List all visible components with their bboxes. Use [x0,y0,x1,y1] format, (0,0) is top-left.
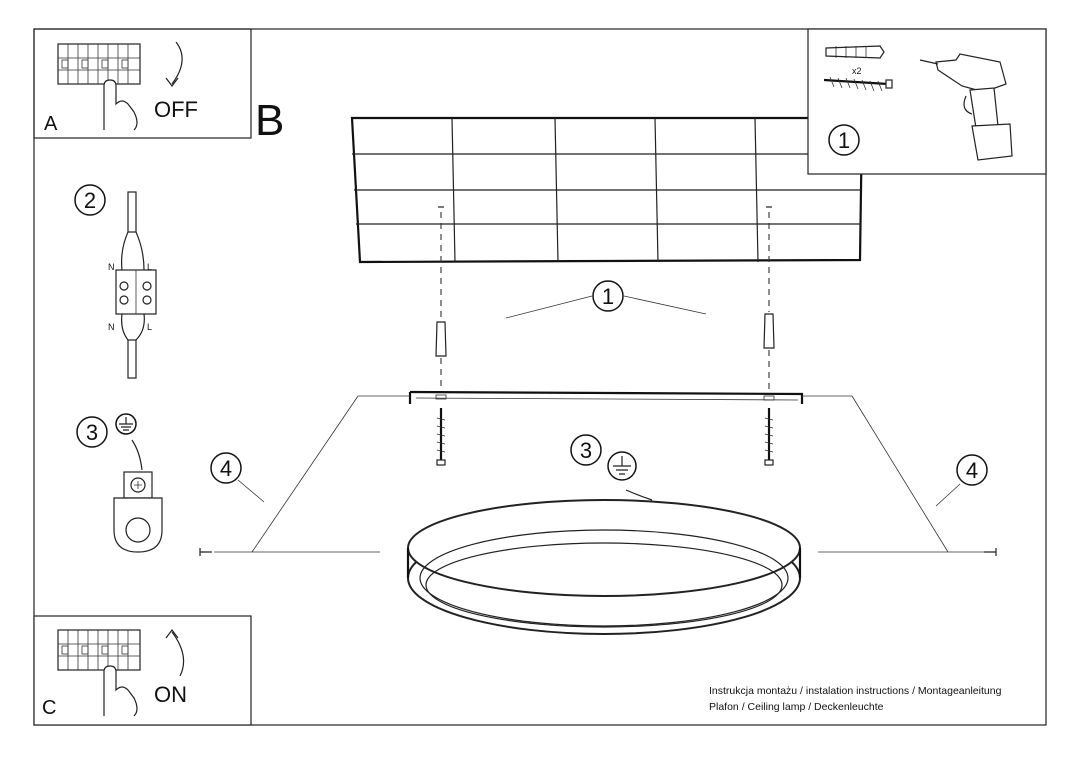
screw-icon [823,76,893,92]
panel-a-action: OFF [154,97,198,122]
ground-glyph [119,417,133,431]
step-number-ground-left: 3 [86,420,98,445]
step-number-tools: 1 [838,128,850,153]
panel-c: ON C [33,615,252,726]
caption-line-1: Instrukcja montażu / instalation instruc… [709,685,1002,697]
caption-line-2: Plafon / Ceiling lamp / Deckenleuchte [709,701,884,713]
switch-off-arrow-icon [171,41,183,85]
terminal-label-l-top: L [147,262,152,272]
step-number-wiring: 2 [84,188,96,213]
terminal-label-n-bottom: N [108,322,115,332]
terminal-block-diagram [115,191,157,379]
switch-on-arrow-icon [171,631,185,677]
step-badge-tools [828,124,860,156]
leader-line-left [505,295,593,319]
panel-a-letter: A [44,113,58,135]
panel-a-frame [33,28,252,139]
step-badge-ground-left [76,416,108,448]
step-number-mount: 1 [602,284,614,309]
hand-icon [103,79,138,131]
side-screw-left-icon [199,548,212,556]
tools-panel: x2 1 [807,28,1047,175]
ground-glyph [613,456,631,475]
anchor-quantity: x2 [852,66,862,76]
panel-c-letter: C [42,697,56,719]
ground-wire-left [131,439,143,471]
breaker-board-icon [57,43,141,85]
step-number-screw-right: 4 [966,458,978,483]
leader-line-screw-right [935,483,961,507]
step-badge-mount [592,280,624,312]
arrow-head-icon [165,77,179,87]
leader-line-screw-left [237,479,265,503]
step-badge-screw-left [210,452,242,484]
step-badge-screw-right [956,454,988,486]
panel-b-letter: B [255,96,284,145]
ceiling-lamp [406,499,802,635]
step-number-ground-center: 3 [580,438,592,463]
breaker-board-icon [57,629,141,671]
outer-frame [33,28,1047,726]
wall-anchor-icon [825,45,885,59]
bracket-screw-left-icon [436,408,446,466]
ground-wire-center [625,489,653,501]
step-number-screw-left: 4 [220,456,232,481]
bracket-screw-right-icon [764,408,774,466]
terminal-label-n-top: N [108,262,115,272]
mounting-bracket [408,390,804,404]
drill-icon [919,53,1013,161]
projection-line [851,395,949,553]
step-badge-ground-center [570,434,602,466]
ground-clamp-icon [113,471,163,553]
leader-line-right [623,295,707,315]
ceiling-grid [350,116,864,264]
panel-a: OFF A [33,28,252,139]
terminal-label-l-bottom: L [147,322,152,332]
arrow-head-icon [165,629,179,639]
side-screw-right-icon [984,548,997,556]
dowel-left-icon [435,321,447,357]
projection-line [251,395,359,553]
panel-c-action: ON [154,682,187,707]
hand-icon [103,665,138,717]
step-badge-wiring [74,184,106,216]
dowel-right-icon [763,313,775,349]
